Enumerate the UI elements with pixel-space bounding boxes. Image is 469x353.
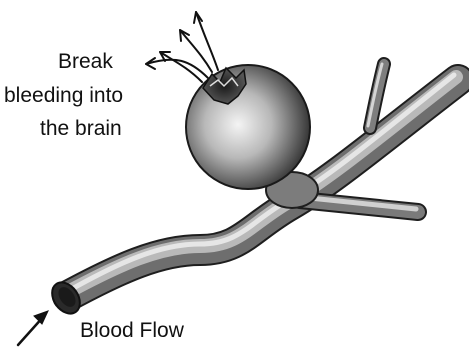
break-label-line3: the brain: [40, 117, 122, 140]
aneurysm-sac: [186, 65, 310, 189]
break-label-line2: bleeding into: [4, 84, 123, 107]
vessel-branch-upper: [368, 64, 384, 128]
blood-flow-arrow: [18, 311, 48, 345]
bleeding-arrows: [146, 12, 218, 82]
blood-flow-label: Blood Flow: [80, 319, 185, 342]
vessel-branch-lower: [300, 197, 418, 212]
break-label-line1: Break: [58, 50, 113, 73]
